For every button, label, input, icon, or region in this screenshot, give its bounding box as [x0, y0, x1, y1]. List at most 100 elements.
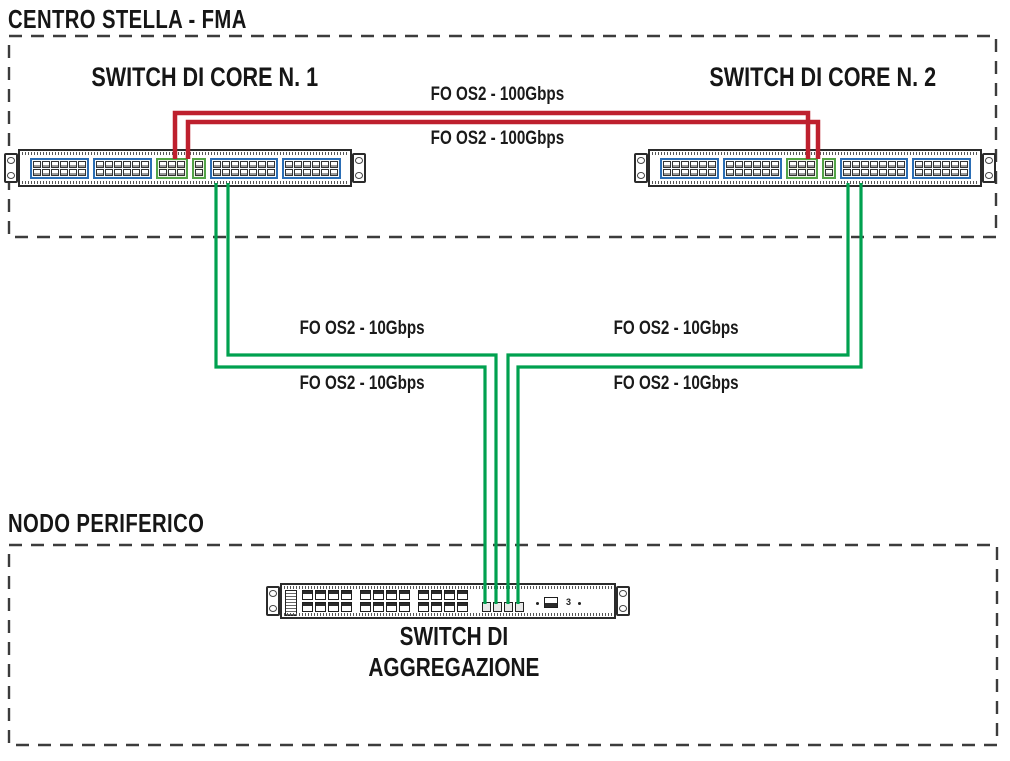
switch-port — [861, 168, 869, 176]
switch-port — [159, 160, 167, 168]
rj45-port — [341, 602, 352, 612]
core-switch-2-device — [634, 149, 996, 187]
switch-port — [879, 160, 887, 168]
switch-port — [285, 168, 293, 176]
port-group — [840, 157, 908, 179]
switch-port — [303, 168, 311, 176]
switch-port — [60, 160, 68, 168]
sfp-uplink-ports — [482, 602, 524, 612]
aggregation-front-panel: 3 — [282, 589, 614, 616]
switch-port — [51, 168, 59, 176]
switch-port — [141, 160, 149, 168]
switch-port — [753, 160, 761, 168]
link-label-100g-top: FO OS2 - 100Gbps — [430, 84, 564, 105]
switch-port — [726, 160, 734, 168]
switch-port — [78, 168, 86, 176]
switch-port — [105, 160, 113, 168]
switch-port — [798, 168, 806, 176]
screw-hole-icon — [637, 172, 645, 179]
switch-port — [753, 168, 761, 176]
switch-port — [699, 168, 707, 176]
switch-port — [195, 160, 203, 168]
switch-port — [888, 168, 896, 176]
switch-port — [69, 168, 77, 176]
switch-port — [798, 160, 806, 168]
vent-column-icon — [285, 590, 297, 616]
rj45-port — [399, 602, 410, 612]
uplink-port-group — [786, 157, 818, 179]
switch-port — [222, 168, 230, 176]
panel-mark: 3 — [566, 597, 572, 607]
screw-hole-icon — [355, 172, 363, 179]
switch-port — [933, 160, 941, 168]
switch-port — [177, 160, 185, 168]
switch-port — [249, 160, 257, 168]
switch-port — [663, 168, 671, 176]
switch-port — [807, 168, 815, 176]
switch-port — [861, 160, 869, 168]
switch-port — [852, 168, 860, 176]
switch-port — [879, 168, 887, 176]
rj45-port — [373, 602, 384, 612]
port-group — [210, 157, 278, 179]
switch-port — [744, 160, 752, 168]
switch-port — [807, 160, 815, 168]
uplink-port-group — [822, 157, 836, 179]
switch-port — [762, 168, 770, 176]
switch-port — [114, 168, 122, 176]
switch-port — [132, 160, 140, 168]
switch-port — [141, 168, 149, 176]
rj45-port-group — [302, 590, 352, 612]
zone-title-nodo-periferico: NODO PERIFERICO — [8, 508, 205, 538]
switch-port — [222, 160, 230, 168]
port-group — [723, 157, 782, 179]
switch-port — [168, 160, 176, 168]
switch-port — [825, 168, 833, 176]
switch-port — [213, 168, 221, 176]
switch-port — [114, 160, 122, 168]
rack-ear-left — [634, 153, 648, 183]
switch-port — [852, 160, 860, 168]
switch-port — [33, 160, 41, 168]
switch-port — [240, 168, 248, 176]
switch-port — [294, 168, 302, 176]
switch-port — [690, 160, 698, 168]
rj45-port — [302, 602, 313, 612]
switch-port — [249, 168, 257, 176]
screw-hole-icon — [355, 157, 363, 164]
port-group — [282, 157, 341, 179]
rj45-port-group — [418, 590, 468, 612]
rj45-port — [418, 602, 429, 612]
led-indicator-icon — [536, 602, 539, 605]
link-label-10g-left-bottom: FO OS2 - 10Gbps — [299, 373, 425, 394]
link-label-10g-right-bottom: FO OS2 - 10Gbps — [613, 373, 739, 394]
rj45-port — [399, 590, 410, 600]
link-label-10g-left-top: FO OS2 - 10Gbps — [299, 318, 425, 339]
switch-port — [771, 168, 779, 176]
rj45-port — [341, 590, 352, 600]
sfp-port — [482, 602, 491, 612]
switch-port — [933, 168, 941, 176]
switch-port — [960, 160, 968, 168]
zone-title-centro-stella: CENTRO STELLA - FMA — [8, 4, 247, 34]
switch-port — [789, 160, 797, 168]
switch-port — [231, 168, 239, 176]
switch-port — [42, 160, 50, 168]
switch-port — [267, 160, 275, 168]
switch-port — [897, 160, 905, 168]
rj45-port — [328, 590, 339, 600]
switch-port — [213, 160, 221, 168]
switch-port — [744, 168, 752, 176]
switch-port — [195, 168, 203, 176]
screw-hole-icon — [619, 605, 627, 612]
screw-hole-icon — [985, 172, 993, 179]
switch-port — [303, 160, 311, 168]
console-port-icon — [544, 597, 558, 608]
port-group — [93, 157, 152, 179]
switch-port — [96, 168, 104, 176]
screw-hole-icon — [269, 605, 277, 612]
rj45-port — [431, 590, 442, 600]
switch-port — [258, 168, 266, 176]
led-indicator-icon — [578, 602, 581, 605]
rj45-port — [386, 590, 397, 600]
